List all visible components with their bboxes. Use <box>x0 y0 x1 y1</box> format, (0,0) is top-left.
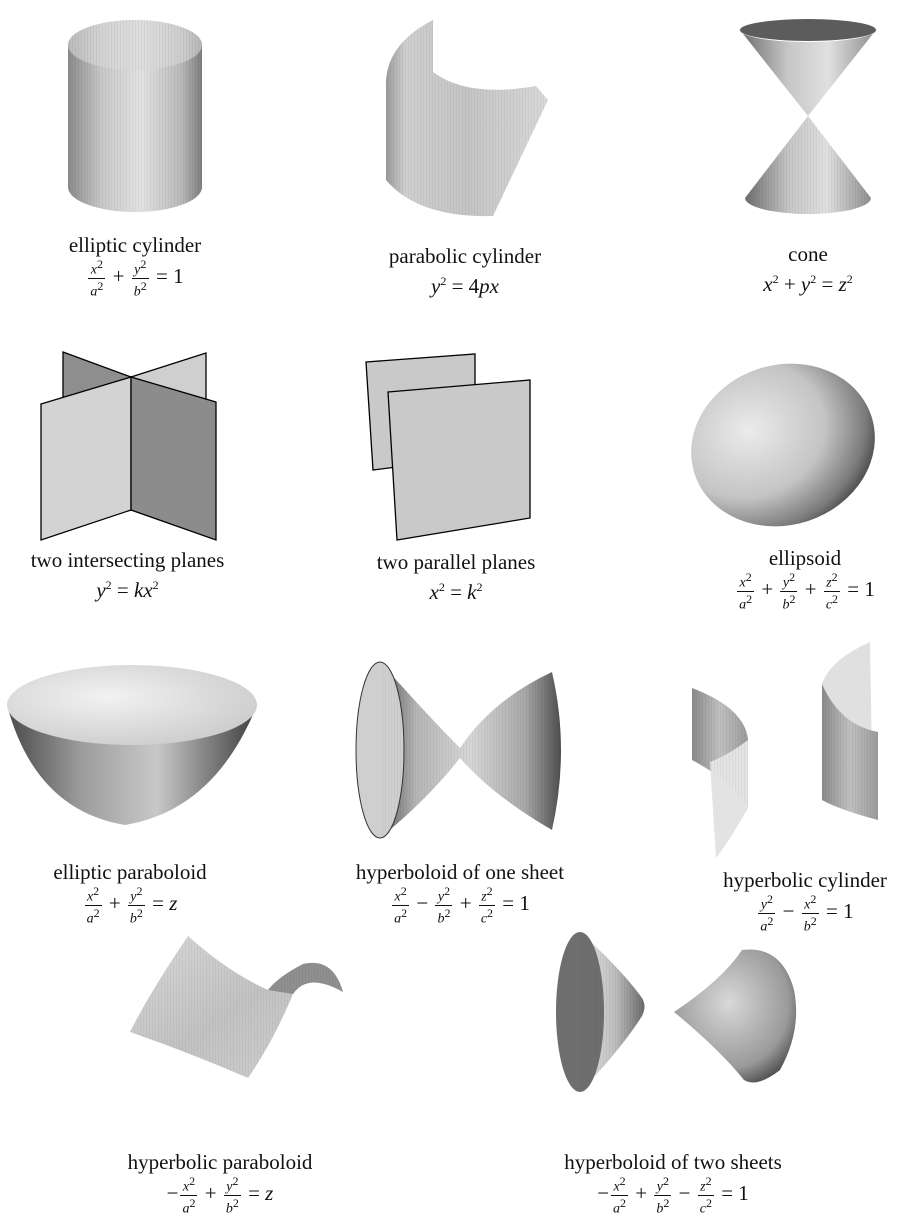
parabolic-cylinder-figure <box>385 20 548 217</box>
ellipsoid-figure <box>691 363 875 527</box>
figure-name: elliptic cylinder <box>68 233 202 257</box>
caption-parabolic-cylinder: parabolic cylinder y2 = 4px <box>340 244 590 299</box>
figure-name: cone <box>788 242 828 266</box>
hyperboloid-two-sheets-figure <box>556 932 797 1092</box>
figure-name: elliptic paraboloid <box>53 860 207 884</box>
figure-name: hyperboloid of two sheets <box>564 1150 782 1174</box>
equation: x2 = k2 <box>429 580 483 604</box>
equation: x2 + y2 = z2 <box>763 272 853 296</box>
figure-name: parabolic cylinder <box>388 244 542 268</box>
caption-two-parallel-planes: two parallel planes x2 = k2 <box>331 550 581 605</box>
hyperbolic-cylinder-figure <box>692 642 878 858</box>
figure-name: hyperboloid of one sheet <box>355 860 565 884</box>
figure-name: hyperbolic paraboloid <box>127 1150 313 1174</box>
hyperboloid-one-sheet-figure <box>355 661 561 839</box>
caption-two-intersecting-planes: two intersecting planes y2 = kx2 <box>0 548 260 603</box>
caption-cone: cone x2 + y2 = z2 <box>683 242 924 297</box>
two-intersecting-planes-figure <box>40 351 217 541</box>
figure-name: hyperbolic cylinder <box>723 868 887 892</box>
elliptic-cylinder-figure <box>68 20 202 212</box>
hyperbolic-paraboloid-figure <box>130 936 343 1078</box>
figure-name: two parallel planes <box>376 550 536 574</box>
equation: y2 = 4px <box>431 274 499 298</box>
elliptic-paraboloid-figure <box>7 665 257 825</box>
figure-name: two intersecting planes <box>30 548 225 572</box>
equation: y2 = kx2 <box>96 578 159 602</box>
cone-figure <box>740 19 876 214</box>
two-parallel-planes-figure <box>365 353 531 541</box>
figure-name: ellipsoid <box>768 546 842 570</box>
